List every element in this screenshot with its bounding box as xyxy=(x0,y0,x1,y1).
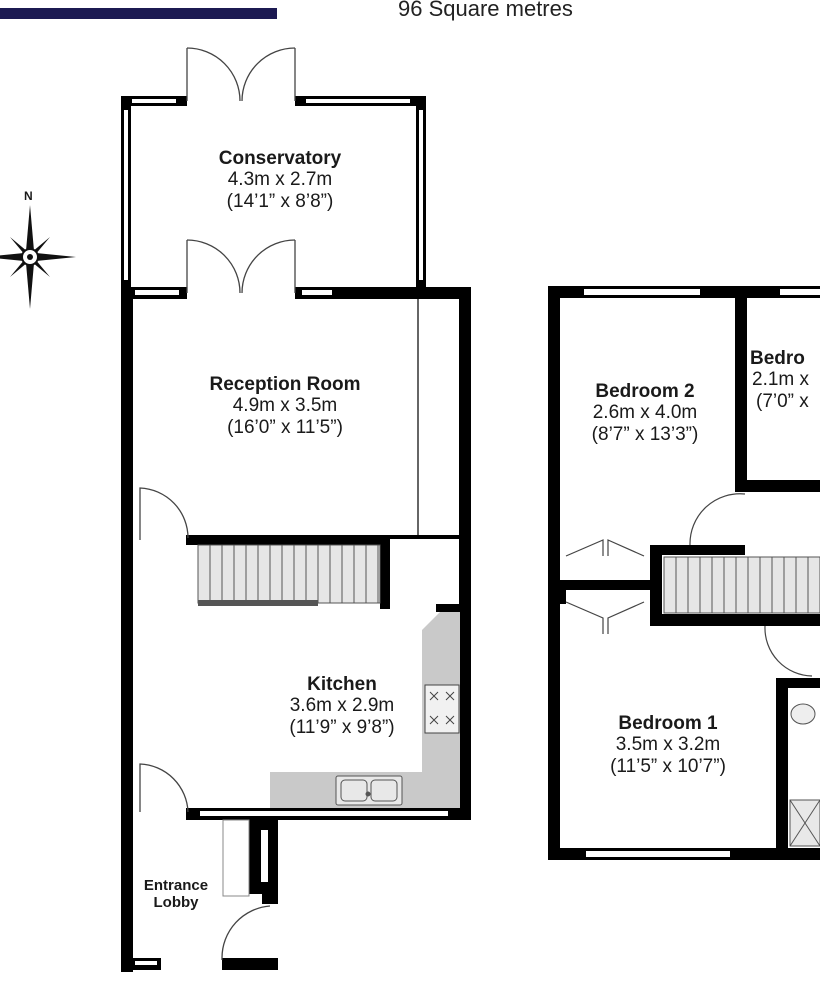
kitchen-units xyxy=(270,612,460,808)
room-name: Bedro xyxy=(750,348,805,369)
sink-icon xyxy=(335,775,403,806)
room-imperial: (8’7” x 13’3”) xyxy=(591,423,699,445)
room-metric: 4.3m x 2.7m xyxy=(227,169,333,191)
first-floor-walls xyxy=(548,286,820,860)
room-label-conservatory: Conservatory 4.3m x 2.7m (14’1” x 8’8”) xyxy=(180,148,380,212)
first-floor xyxy=(548,286,820,860)
room-label-bedroom1: Bedroom 1 3.5m x 3.2m (11’5” x 10’7”) xyxy=(578,713,758,777)
room-label-lobby: Entrance Lobby xyxy=(133,877,219,912)
room-label-bedroom3: Bedro 2.1m x (7’0” x xyxy=(750,348,820,412)
room-imperial: (14’1” x 8’8”) xyxy=(226,190,334,212)
compass-rose-icon xyxy=(0,205,76,309)
compass-north-label: N xyxy=(24,189,33,203)
ground-floor-doors xyxy=(139,487,271,960)
room-name: Bedroom 1 xyxy=(618,713,718,734)
room-metric: 4.9m x 3.5m xyxy=(232,395,338,417)
room-metric: 2.6m x 4.0m xyxy=(592,402,698,424)
conservatory-reception-wall xyxy=(121,239,470,299)
room-metric: 3.5m x 3.2m xyxy=(615,734,721,756)
shower-tray-icon xyxy=(789,799,820,847)
basin-icon xyxy=(790,703,816,725)
room-label-reception: Reception Room 4.9m x 3.5m (16’0” x 11’5… xyxy=(175,374,395,438)
room-name: Reception Room xyxy=(209,374,361,395)
header-bar xyxy=(0,8,277,19)
french-door-top xyxy=(186,47,296,102)
room-imperial: (7’0” x xyxy=(756,390,809,412)
room-name-line2: Lobby xyxy=(153,893,199,911)
hob-icon xyxy=(424,684,460,734)
room-name: Kitchen xyxy=(307,674,377,695)
room-label-bedroom2: Bedroom 2 2.6m x 4.0m (8’7” x 13’3”) xyxy=(565,381,725,445)
first-floor-stairs xyxy=(663,556,820,614)
conservatory-frame xyxy=(121,47,426,296)
ground-floor xyxy=(121,47,471,972)
room-metric: 3.6m x 2.9m xyxy=(289,695,395,717)
lobby-cupboard xyxy=(222,819,250,897)
room-imperial: (16’0” x 11’5”) xyxy=(227,416,343,438)
first-floor-doors xyxy=(565,493,813,677)
room-label-kitchen: Kitchen 3.6m x 2.9m (11’9” x 9’8”) xyxy=(262,674,422,738)
room-name: Conservatory xyxy=(218,148,342,169)
room-name: Bedroom 2 xyxy=(595,381,695,402)
ground-floor-stairs xyxy=(197,544,381,606)
room-imperial: (11’5” x 10’7”) xyxy=(610,755,726,777)
room-imperial: (11’9” x 9’8”) xyxy=(289,716,395,738)
room-name-line1: Entrance xyxy=(143,877,209,894)
total-area: 96 Square metres xyxy=(398,0,573,21)
room-metric: 2.1m x xyxy=(752,369,810,391)
ground-floor-walls xyxy=(121,287,471,972)
